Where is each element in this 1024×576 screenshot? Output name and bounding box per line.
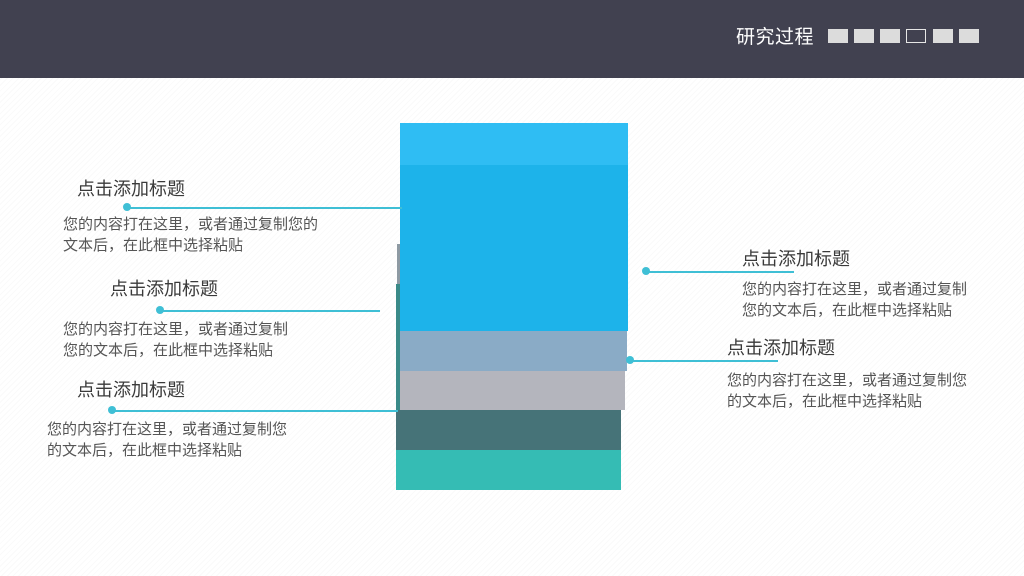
connector-line	[630, 360, 778, 362]
progress-square[interactable]	[880, 29, 900, 43]
item-description[interactable]: 您的内容打在这里，或者通过复制您 的文本后，在此框中选择粘贴	[47, 420, 288, 459]
connector-line	[160, 310, 380, 312]
item-description[interactable]: 您的内容打在这里，或者通过复制您 的文本后，在此框中选择粘贴	[727, 371, 968, 410]
item-description[interactable]: 您的内容打在这里，或者通过复制 您的文本后，在此框中选择粘贴	[742, 280, 968, 319]
item-title[interactable]: 点击添加标题	[77, 179, 185, 200]
connector-dot	[123, 203, 131, 211]
connector-line	[127, 207, 402, 209]
progress-square-active[interactable]	[906, 29, 926, 43]
progress-square[interactable]	[828, 29, 848, 43]
stack-block-dark-teal[interactable]	[396, 410, 621, 450]
progress-square[interactable]	[854, 29, 874, 43]
stack-block-gray[interactable]	[400, 370, 625, 410]
item-title[interactable]: 点击添加标题	[742, 249, 850, 270]
stack-block-teal[interactable]	[396, 450, 621, 490]
connector-dot	[156, 306, 164, 314]
stack-edge	[397, 244, 401, 284]
header-bar: 研究过程	[0, 0, 1024, 78]
connector-line	[112, 410, 398, 412]
progress-square[interactable]	[933, 29, 953, 43]
item-title[interactable]: 点击添加标题	[727, 338, 835, 359]
connector-line	[646, 271, 794, 273]
stack-block-top[interactable]	[400, 123, 628, 165]
stack-block-slate-blue[interactable]	[400, 330, 627, 371]
item-description[interactable]: 您的内容打在这里，或者通过复制 您的文本后，在此框中选择粘贴	[63, 320, 289, 359]
item-title[interactable]: 点击添加标题	[110, 279, 218, 300]
progress-indicator	[828, 29, 988, 45]
progress-square[interactable]	[959, 29, 979, 43]
item-description[interactable]: 您的内容打在这里，或者通过复制您的 文本后，在此框中选择粘贴	[63, 215, 319, 254]
stack-edge	[396, 284, 402, 410]
connector-dot	[108, 406, 116, 414]
connector-dot	[626, 356, 634, 364]
connector-dot	[642, 267, 650, 275]
section-title: 研究过程	[736, 26, 815, 48]
item-title[interactable]: 点击添加标题	[77, 380, 185, 401]
